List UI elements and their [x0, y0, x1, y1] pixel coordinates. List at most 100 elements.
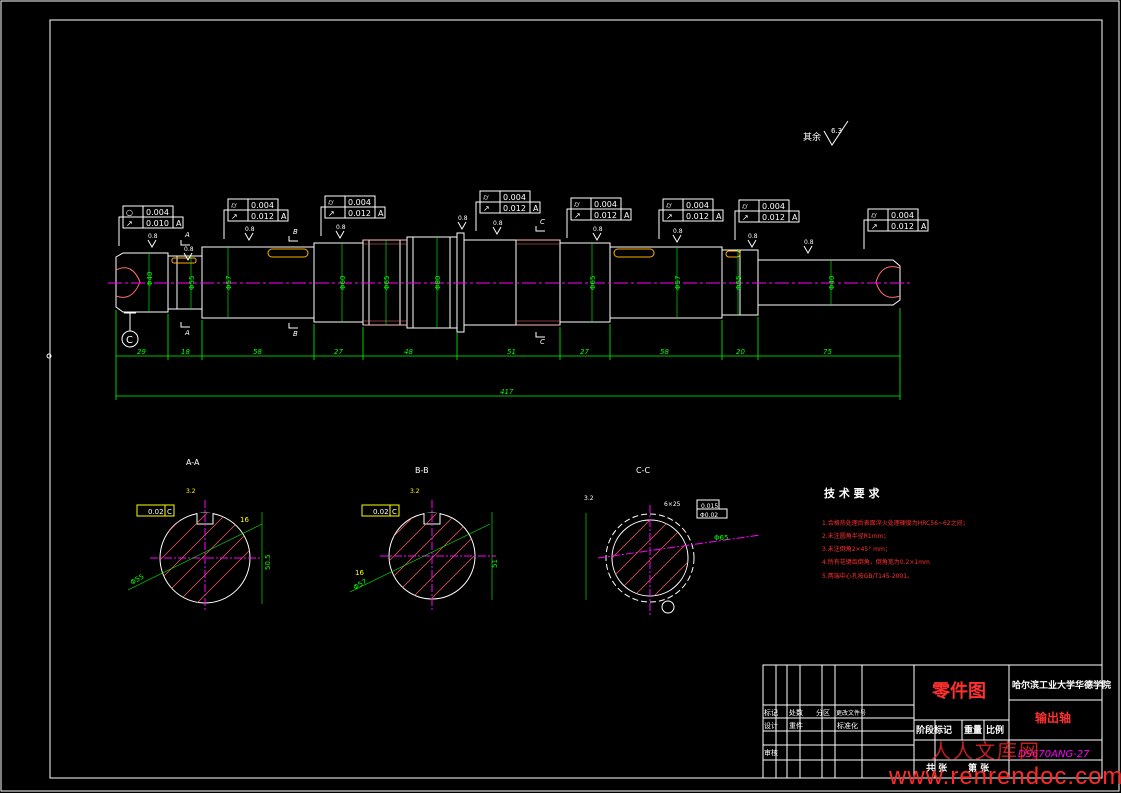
keyways [171, 248, 741, 264]
tolerance-cell: 0.012 [891, 222, 914, 231]
dim-seg-4: 27 [334, 348, 343, 356]
tolerance-cell: 0.012 [348, 209, 371, 218]
dim-seg-8: 58 [660, 348, 669, 356]
tolerance-cell: A [792, 213, 798, 222]
marker-b-bottom: B [293, 330, 298, 338]
dim-seg-6: 51 [507, 348, 516, 356]
dia-8: Φ57 [674, 276, 682, 290]
section-b-dim1: 16 [355, 569, 364, 577]
tolerance-cell: A [624, 211, 630, 220]
tolerance-cell: A [281, 212, 287, 221]
dim-seg-5: 48 [404, 348, 413, 356]
tolerance-cell: 0.012 [503, 204, 526, 213]
tolerance-cell: A [921, 222, 927, 231]
roughness-value: 0.8 [804, 239, 814, 246]
dim-seg-1: 29 [137, 348, 146, 356]
tolerance-cell: 0.004 [251, 201, 274, 210]
tolerance-cell: 0.012 [686, 212, 709, 221]
roughness-value: 0.8 [245, 226, 255, 233]
roughness-mark [457, 221, 467, 231]
marker-a-bottom: A [184, 329, 190, 337]
tolerance-cell: ↗ [483, 204, 490, 213]
roughness-mark [803, 245, 813, 255]
tolerance-cell: 0.004 [686, 201, 709, 210]
watermark-chinese: 人人文库网 [931, 741, 1041, 763]
tolerance-cell: 0.010 [146, 219, 169, 228]
roughness-mark [183, 252, 193, 262]
dimension-lines [115, 308, 901, 400]
tolerance-cell: A [533, 204, 539, 213]
school-name: 哈尔滨工业大学华德学院 [1012, 679, 1111, 691]
tolerance-cell: ↗ [231, 212, 238, 221]
tech-title: 技 术 要 求 [824, 486, 880, 500]
marker-c-top: C [540, 218, 545, 226]
roughness-value: 0.8 [148, 233, 158, 240]
tb-r1-1: 处数 [789, 708, 803, 717]
general-roughness-value: 6.3 [831, 127, 842, 135]
tolerance-cell: ↗ [666, 212, 673, 221]
tb-r1-2: 分区 [816, 708, 830, 717]
general-roughness-label: 其余 [803, 131, 821, 143]
dim-overall: 417 [500, 388, 514, 396]
tolerance-cell: 0.004 [594, 200, 617, 209]
roughness-value: 0.8 [673, 228, 683, 235]
tolerance-cell: ↗ [871, 222, 878, 231]
section-c-tol1: 0.015 [701, 503, 718, 510]
tolerance-cell: ⌭ [871, 211, 877, 220]
tb-r4-0: 阶段标记 [916, 724, 952, 736]
tb-r2-2: 标准化 [837, 721, 858, 730]
tech-item-2: 2.未注圆角半径R1mm； [822, 532, 889, 540]
tolerance-cell: ⌭ [328, 198, 334, 207]
tolerance-cell: 0.012 [594, 211, 617, 220]
tech-item-4: 4.所有花键齿倒角，倒角宽为0.2×1mm [822, 558, 930, 566]
tolerance-cell: 0.004 [348, 198, 371, 207]
roughness-value: 0.8 [493, 220, 503, 227]
tolerance-cell: 0.004 [146, 208, 169, 217]
dia-6: Φ80 [434, 276, 442, 290]
section-markers [180, 226, 545, 338]
roughness-mark [592, 232, 602, 242]
roughness-mark [147, 239, 157, 249]
tb-r1-0: 标记 [764, 708, 778, 717]
section-c-dia: Φ65 [714, 534, 728, 542]
drawing-number: DS670ANG-27 [1018, 749, 1090, 760]
segment-dim-texts: 29 18 58 27 48 51 27 58 20 75 417 [137, 348, 832, 396]
tolerance-cell: ○ [126, 208, 133, 217]
tolerance-cell: ⌭ [574, 200, 580, 209]
roughness-mark [672, 234, 682, 244]
tech-item-5: 5.两端中心孔按GB/T145-2001。 [822, 572, 913, 580]
part-name: 输出轴 [1035, 710, 1071, 725]
tolerance-cell: ⌭ [483, 193, 489, 202]
tolerance-cell: A [716, 212, 722, 221]
dim-seg-3: 58 [253, 348, 262, 356]
tolerance-cell: 0.004 [503, 193, 526, 202]
title-block-text: 零件图 哈尔滨工业大学华德学院 输出轴 DS670ANG-27 标记 处数 分区… [764, 679, 1111, 774]
section-c-rough: 3.2 [584, 495, 594, 502]
tolerance-cell: A [378, 209, 384, 218]
dim-seg-2: 18 [181, 348, 190, 356]
roughness-value: 0.8 [458, 215, 468, 222]
title-block [762, 664, 1103, 779]
roughness-value: 0.8 [336, 224, 346, 231]
watermark-url[interactable]: www.renrendoc.com [889, 763, 1121, 790]
tb-r1-3: 更改文件号 [836, 709, 866, 717]
roughness-mark [747, 239, 757, 249]
section-a-dim1: 16 [240, 516, 249, 524]
dia-10: Φ40 [828, 276, 836, 290]
section-a-datum: C [167, 508, 172, 516]
tolerance-cell: ⌭ [742, 202, 748, 211]
dia-4: Φ60 [339, 276, 347, 290]
dia-2: Φ55 [188, 276, 196, 290]
dia-1: Φ40 [146, 272, 154, 286]
section-a-dia: Φ55 [129, 573, 145, 587]
tb-r2-1: 重件 [789, 721, 803, 730]
section-a-rough: 3.2 [186, 488, 196, 495]
section-c-spline: 6×25 [664, 501, 681, 508]
tolerance-cell: 0.012 [762, 213, 785, 222]
inner-frame [49, 19, 1103, 779]
roughness-value: 0.8 [184, 246, 194, 253]
